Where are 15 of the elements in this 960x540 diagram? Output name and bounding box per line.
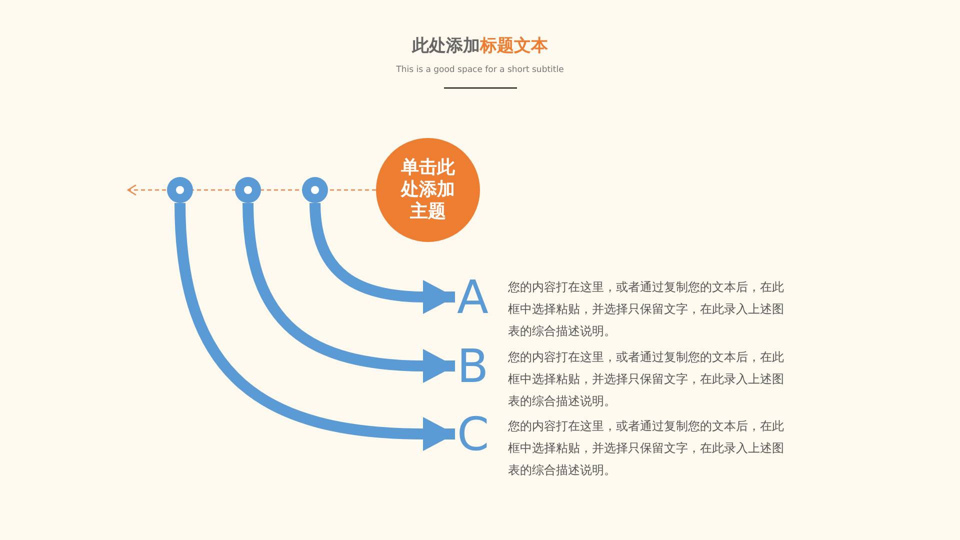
- topic-circle: 单击此处添加主题: [376, 138, 480, 242]
- subtitle: This is a good space for a short subtitle: [395, 65, 565, 75]
- item-letter: C: [457, 409, 491, 459]
- arrow: [242, 202, 455, 383]
- item-letter: A: [457, 272, 491, 322]
- ring-marker: [235, 177, 261, 203]
- description-text: 您的内容打在这里，或者通过复制您的文本后，在此框中选择粘贴，并选择只保留文字，在此录入上述图表的综合描述说明。: [508, 349, 784, 410]
- title: 此处添加标题文本: [410, 35, 549, 57]
- arrow: [174, 202, 455, 451]
- ring-marker: [302, 177, 328, 203]
- ring-marker: [167, 177, 193, 203]
- description-text: 您的内容打在这里，或者通过复制您的文本后，在此框中选择粘贴，并选择只保留文字，在此录入上述图表的综合描述说明。: [508, 279, 784, 340]
- description-text: 您的内容打在这里，或者通过复制您的文本后，在此框中选择粘贴，并选择只保留文字，在此录入上述图表的综合描述说明。: [508, 418, 784, 479]
- item-letter: B: [457, 341, 491, 391]
- arrow: [310, 202, 455, 314]
